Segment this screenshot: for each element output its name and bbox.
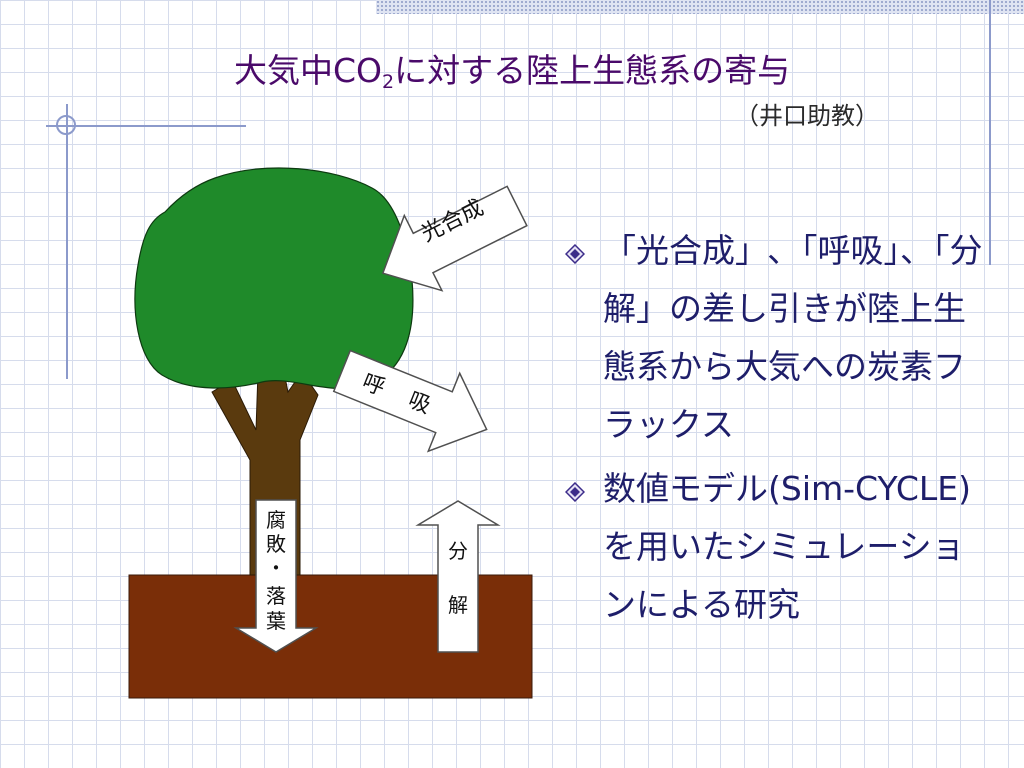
decay-label-1: 腐 [266, 508, 286, 532]
bullet-text: 数値モデル(Sim-CYCLE)を用いたシミュレーションによる研究 [603, 469, 972, 624]
header-band [376, 0, 1024, 14]
respiration-arrow [332, 349, 488, 453]
bullet-item: 「光合成」､「呼吸」、「分解」の差し引きが陸上生態系から大気への炭素フラックス [565, 222, 995, 454]
decomposition-label-2: 解 [448, 593, 468, 617]
decay-label-2: 敗 [266, 532, 286, 556]
decor-vertical-line [66, 104, 68, 379]
decomposition-label-1: 分 [448, 539, 468, 563]
decay-label-3: 落 [266, 584, 286, 608]
vertical-decor-line [989, 0, 991, 265]
diamond-bullet-icon [565, 244, 585, 264]
decay-label-dot: ・ [266, 556, 286, 580]
decay-litterfall-arrow [233, 499, 319, 653]
slide-title: 大気中CO2に対する陸上生態系の寄与 [233, 51, 791, 93]
diamond-bullet-icon [565, 482, 585, 502]
bullet-item: 数値モデル(Sim-CYCLE)を用いたシミュレーションによる研究 [565, 460, 995, 634]
author-label: （井口助教） [735, 102, 879, 130]
photosynthesis-arrow [381, 185, 528, 292]
tree-foliage [134, 167, 414, 390]
decor-circle [56, 115, 76, 135]
decomposition-arrow [415, 500, 501, 653]
decay-label-4: 葉 [266, 609, 286, 633]
bullet-text: 「光合成」､「呼吸」、「分解」の差し引きが陸上生態系から大気への炭素フラックス [603, 231, 983, 444]
decor-horizontal-line [46, 125, 246, 127]
bullet-list: 「光合成」､「呼吸」、「分解」の差し引きが陸上生態系から大気への炭素フラックス … [565, 222, 995, 640]
